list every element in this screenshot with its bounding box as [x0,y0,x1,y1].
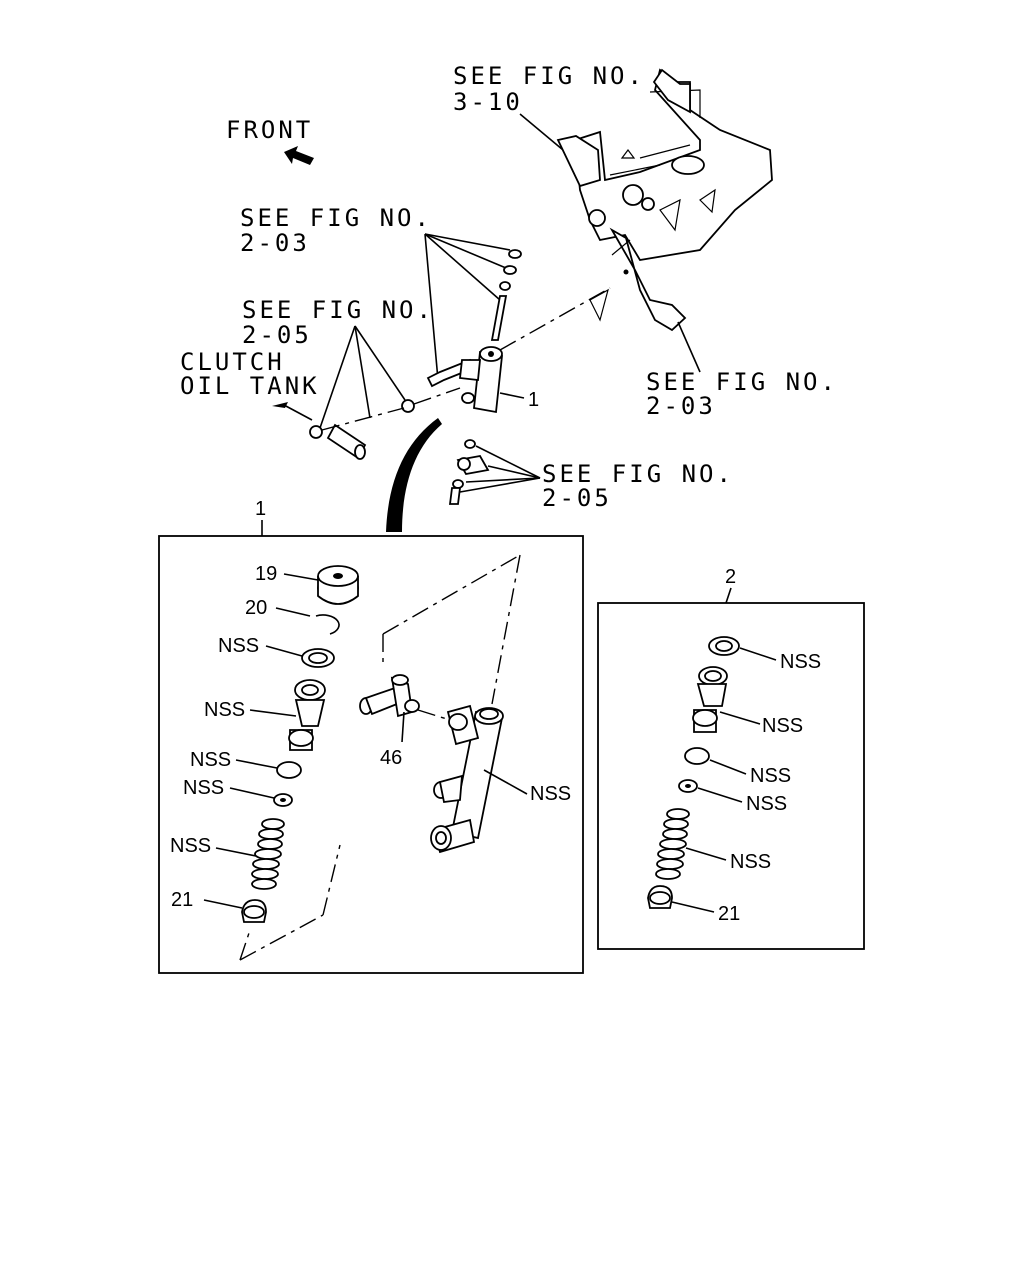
part2-seal-label: NSS [780,651,821,673]
part2-spring-label: NSS [730,851,771,873]
clutch-oil-tank-line1: CLUTCH [180,348,285,376]
ref-fig-2-05-lower-number: 2-05 [542,484,612,512]
pedal-bracket [556,68,773,332]
part-46-fitting [359,674,451,721]
part2-piston-label: NSS [762,715,803,737]
part2-21-label: 21 [718,903,740,925]
ref-fig-3-10: SEE FIG NO. 3-10 [453,62,645,161]
ref-fig-3-10-number: 3-10 [453,88,523,116]
part-seal-1-label: NSS [218,635,259,657]
front-direction: FRONT [226,116,314,165]
ref-fig-2-05-lower-title: SEE FIG NO. [542,460,734,488]
ref-fig-2-03-left-title: SEE FIG NO. [240,204,432,232]
ref-fig-2-05-lower: SEE FIG NO. 2-05 [448,439,734,512]
front-label: FRONT [226,116,313,144]
ref-fig-2-03-right-number: 2-03 [646,392,716,420]
ref-fig-2-05-left-number: 2-05 [242,321,312,349]
ref-fig-2-03-right: SEE FIG NO. 2-03 [646,321,838,420]
ref-fig-2-03-left: SEE FIG NO. 2-03 [240,204,511,381]
detail-2-callout: 2 [725,566,736,588]
part-21-label: 21 [171,889,193,911]
part-cylinder-label: NSS [530,783,571,805]
clutch-oil-tank-line2: OIL TANK [180,372,320,400]
part-spring-label: NSS [170,835,211,857]
part-46-label: 46 [380,747,402,769]
cylinder-body [430,704,504,854]
part-19-label: 19 [255,563,277,585]
front-arrow-icon [284,146,314,165]
ref-fig-2-03-right-title: SEE FIG NO. [646,368,838,396]
part2-washer-label: NSS [746,793,787,815]
ref-fig-2-05-left: SEE FIG NO. 2-05 [242,296,434,429]
master-cylinder: 1 [459,346,539,414]
part-cap-label: NSS [190,749,231,771]
part-piston-label: NSS [204,699,245,721]
spring-2 [655,808,690,880]
detail-box-2: 2 NSS NSS NSS NSS [597,566,865,950]
detail-box-1: 1 19 20 NSS NSS NSS NSS [158,498,584,974]
oil-tank-arrow-icon [272,402,288,408]
part-20-label: 20 [245,597,267,619]
ref-fig-2-05-left-title: SEE FIG NO. [242,296,434,324]
part2-cap-label: NSS [750,765,791,787]
detail-arrow-icon [386,418,442,532]
ref-fig-3-10-title: SEE FIG NO. [453,62,645,90]
callout-1-top: 1 [528,389,539,411]
reservoir-hose [309,387,461,460]
clutch-oil-tank-ref: CLUTCH OIL TANK [180,348,320,421]
part-washer-label: NSS [183,777,224,799]
spring-1 [251,818,285,890]
ref-fig-2-03-left-number: 2-03 [240,229,310,257]
detail-1-callout: 1 [255,498,266,520]
